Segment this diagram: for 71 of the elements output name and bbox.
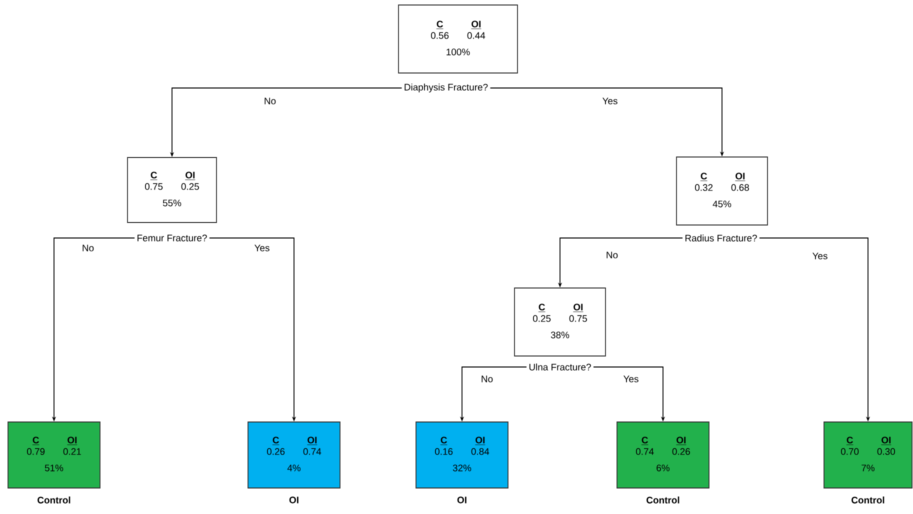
- edge-label: No: [480, 374, 494, 384]
- question-label: Radius Fracture?: [686, 234, 757, 242]
- node-label: 51%: [44, 464, 64, 472]
- node-label: 38%: [550, 332, 570, 338]
- node-label: 0.74: [636, 448, 654, 455]
- question-label: Femur Fracture?: [138, 234, 207, 242]
- node-label: 0.16: [434, 448, 453, 455]
- node-label: 0.56: [430, 32, 449, 39]
- node-label: 0.84: [471, 448, 490, 455]
- edge-label: No: [262, 96, 278, 106]
- node-label: 0.30: [877, 448, 896, 455]
- node-label: OI: [736, 172, 745, 180]
- question-label: Diaphysis Fracture?: [404, 84, 488, 92]
- node-label: 6%: [656, 464, 670, 472]
- class-label: Control: [646, 496, 680, 504]
- edge-label: Yes: [622, 374, 640, 384]
- node-label: 0.26: [266, 448, 285, 455]
- split-box: C OI 0.75 0.25 55%: [127, 157, 217, 223]
- node-label: 0.68: [731, 184, 749, 191]
- edge-label: Yes: [811, 252, 829, 260]
- node-label: OI: [676, 436, 686, 444]
- edge-label: No: [604, 250, 620, 260]
- split-box: C OI 0.25 0.75 38%: [514, 288, 606, 356]
- edge-label: No: [80, 244, 96, 252]
- node-label: 4%: [287, 464, 301, 472]
- edge-label: Yes: [253, 244, 271, 252]
- node-label: 0.75: [569, 315, 587, 322]
- node-label: OI: [308, 436, 317, 444]
- node-label: 55%: [162, 200, 182, 206]
- node-label: 0.70: [840, 448, 859, 455]
- node-label: OI: [882, 436, 891, 444]
- leaf-box: C OI 0.16 0.84 32%: [416, 422, 508, 488]
- node-label: 32%: [452, 464, 472, 472]
- split-box: C OI 0.56 0.44 100%: [398, 4, 518, 74]
- edge-label: Yes: [601, 96, 619, 106]
- node-label: 0.32: [694, 184, 713, 191]
- node-label: 0.44: [467, 32, 486, 39]
- leaf-box: C OI 0.70 0.30 7%: [824, 422, 912, 488]
- class-label: OI: [457, 496, 466, 504]
- node-label: C: [32, 436, 39, 444]
- node-label: 100%: [446, 48, 470, 56]
- node-label: 0.26: [672, 448, 690, 455]
- node-label: C: [272, 436, 279, 444]
- leaf-box: C OI 0.74 0.26 6%: [616, 422, 710, 488]
- node-label: 0.25: [181, 183, 200, 190]
- node-label: 7%: [862, 464, 874, 472]
- question-label: Ulna Fracture?: [529, 364, 591, 370]
- node-label: 0.75: [144, 183, 163, 190]
- class-label: Control: [38, 496, 70, 504]
- node-label: 0.74: [303, 448, 322, 455]
- node-label: C: [538, 304, 545, 310]
- node-label: C: [150, 172, 157, 178]
- node-label: OI: [574, 304, 583, 310]
- node-label: OI: [186, 172, 195, 178]
- node-label: 0.79: [27, 448, 45, 455]
- node-label: 0.25: [532, 315, 551, 322]
- node-label: C: [440, 436, 447, 444]
- node-label: OI: [476, 436, 485, 444]
- node-label: 0.21: [63, 448, 81, 455]
- leaf-box: C OI 0.79 0.21 51%: [8, 422, 100, 488]
- node-label: C: [436, 20, 443, 28]
- class-label: OI: [289, 496, 298, 504]
- node-label: OI: [68, 436, 77, 444]
- leaf-box: C OI 0.26 0.74 4%: [248, 422, 340, 488]
- node-label: 45%: [712, 200, 732, 208]
- split-box: C OI 0.32 0.68 45%: [676, 156, 768, 226]
- class-label: Control: [852, 496, 884, 504]
- node-label: OI: [472, 20, 481, 28]
- node-label: C: [700, 172, 707, 180]
- node-label: C: [846, 436, 853, 444]
- node-label: C: [642, 436, 648, 444]
